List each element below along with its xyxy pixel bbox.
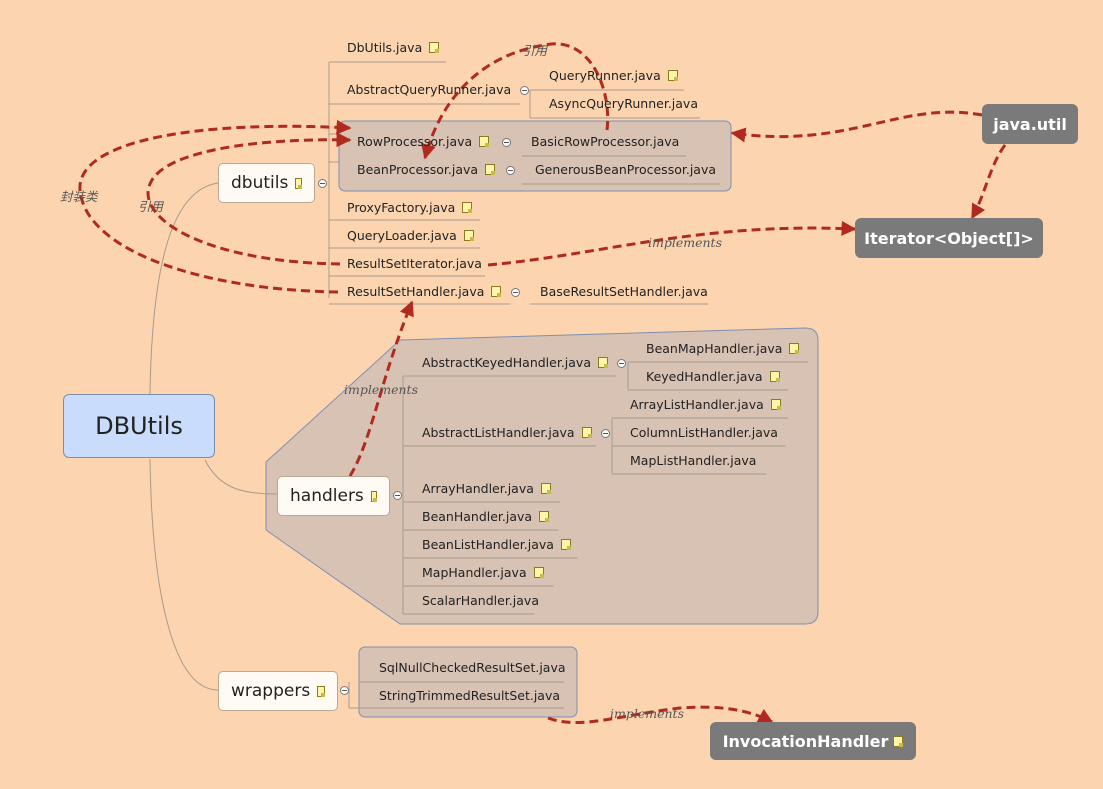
note-icon [370, 490, 378, 502]
dbutils-item[interactable]: BeanProcessor.java [357, 162, 496, 178]
implements-label: implements [344, 382, 418, 397]
dbutils-node[interactable]: dbutils [218, 163, 315, 203]
handlers-node[interactable]: handlers [277, 476, 390, 516]
wrappers-implements-arrow [547, 705, 774, 724]
dbutils-subitem[interactable]: GenerousBeanProcessor.java [535, 162, 717, 177]
abstract-keyed-handler-collapse-toggle[interactable] [617, 359, 626, 368]
root-node[interactable]: DBUtils [63, 394, 215, 458]
handlers-subitem[interactable]: BeanMapHandler.java [646, 341, 800, 357]
bean-processor-collapse-toggle[interactable] [506, 166, 515, 175]
dbutils-subitem[interactable]: AsyncQueryRunner.java [549, 96, 698, 111]
ref-arrow-processor [421, 42, 610, 160]
handlers-subitem[interactable]: ColumnListHandler.java [630, 425, 778, 440]
dbutils-item[interactable]: DbUtils.java [347, 40, 440, 56]
invocation-handler-node[interactable]: InvocationHandler [710, 722, 916, 760]
dbutils-item[interactable]: ResultSetHandler.java [347, 284, 502, 300]
implements-label: implements [610, 706, 684, 721]
dbutils-subitem[interactable]: BaseResultSetHandler.java [540, 284, 708, 299]
handlers-item[interactable]: ArrayHandler.java [422, 481, 551, 497]
note-icon [295, 177, 302, 189]
java-util-to-iterator-arrow [970, 144, 1007, 220]
handlers-collapse-toggle[interactable] [393, 491, 402, 500]
note-icon [479, 136, 490, 147]
wrapper-class-label: 封装类 [60, 189, 98, 204]
handlers-item[interactable]: BeanHandler.java [422, 509, 550, 525]
root-label: DBUtils [95, 412, 183, 440]
note-icon [667, 70, 678, 81]
root-dbutils-link [149, 182, 219, 395]
wrappers-item[interactable]: StringTrimmedResultSet.java [379, 688, 561, 703]
root-wrappers-link [149, 458, 219, 691]
handlers-item[interactable]: AbstractListHandler.java [422, 425, 592, 441]
note-icon [581, 427, 592, 438]
note-icon [533, 567, 544, 578]
wrappers-item[interactable]: SqlNullCheckedResultSet.java [379, 660, 566, 675]
note-icon [317, 685, 325, 697]
handlers-group-bg [265, 327, 819, 625]
note-icon [462, 202, 473, 213]
dbutils-item[interactable]: AbstractQueryRunner.java [347, 82, 512, 97]
dbutils-item[interactable]: QueryLoader.java [347, 228, 474, 244]
abstract-list-handler-collapse-toggle[interactable] [601, 429, 610, 438]
result-set-handler-collapse-toggle[interactable] [511, 288, 520, 297]
handlers-item[interactable]: MapHandler.java [422, 565, 544, 581]
ref-label: 引用 [138, 199, 164, 214]
note-icon [539, 511, 550, 522]
dbutils-label: dbutils [231, 173, 289, 193]
note-icon [429, 42, 440, 53]
handlers-item[interactable]: AbstractKeyedHandler.java [422, 355, 608, 371]
handlers-implements-arrow [348, 300, 414, 477]
handlers-item[interactable]: BeanListHandler.java [422, 537, 571, 553]
wrapper-class-arrow [78, 119, 352, 294]
ref-arrow-resultset-iterator [146, 132, 352, 266]
row-processor-collapse-toggle[interactable] [502, 138, 511, 147]
note-icon [463, 230, 474, 241]
iterator-implements-arrow [487, 220, 857, 267]
note-icon [485, 164, 496, 175]
note-icon [540, 483, 551, 494]
dbutils-subitem[interactable]: BasicRowProcessor.java [531, 134, 680, 149]
java-util-node[interactable]: java.util [982, 104, 1078, 144]
note-icon [893, 735, 904, 747]
wrappers-node[interactable]: wrappers [218, 671, 338, 711]
note-icon [491, 286, 502, 297]
note-icon [769, 371, 780, 382]
wrappers-collapse-toggle[interactable] [340, 686, 349, 695]
abstract-query-runner-collapse-toggle[interactable] [520, 86, 529, 95]
note-icon [770, 399, 781, 410]
handlers-subitem[interactable]: MapListHandler.java [630, 453, 757, 468]
wrappers-label: wrappers [231, 681, 311, 701]
note-icon [789, 343, 800, 354]
handlers-subitem[interactable]: KeyedHandler.java [646, 369, 780, 385]
java-util-to-processor-arrow [730, 110, 983, 143]
dbutils-collapse-toggle[interactable] [318, 179, 327, 188]
dbutils-item[interactable]: ProxyFactory.java [347, 200, 473, 216]
note-icon [598, 357, 608, 368]
note-icon [560, 539, 571, 550]
handlers-subitem[interactable]: ArrayListHandler.java [630, 397, 781, 413]
handlers-item[interactable]: ScalarHandler.java [422, 593, 539, 608]
iterator-node[interactable]: Iterator<Object[]> [855, 218, 1043, 258]
implements-label: implements [648, 235, 722, 250]
root-handlers-link [204, 459, 278, 495]
dbutils-item[interactable]: RowProcessor.java [357, 134, 490, 150]
ref-label: 引用 [522, 43, 548, 58]
handlers-label: handlers [290, 486, 364, 506]
dbutils-item[interactable]: ResultSetIterator.java [347, 256, 482, 271]
dbutils-subitem[interactable]: QueryRunner.java [549, 68, 678, 84]
